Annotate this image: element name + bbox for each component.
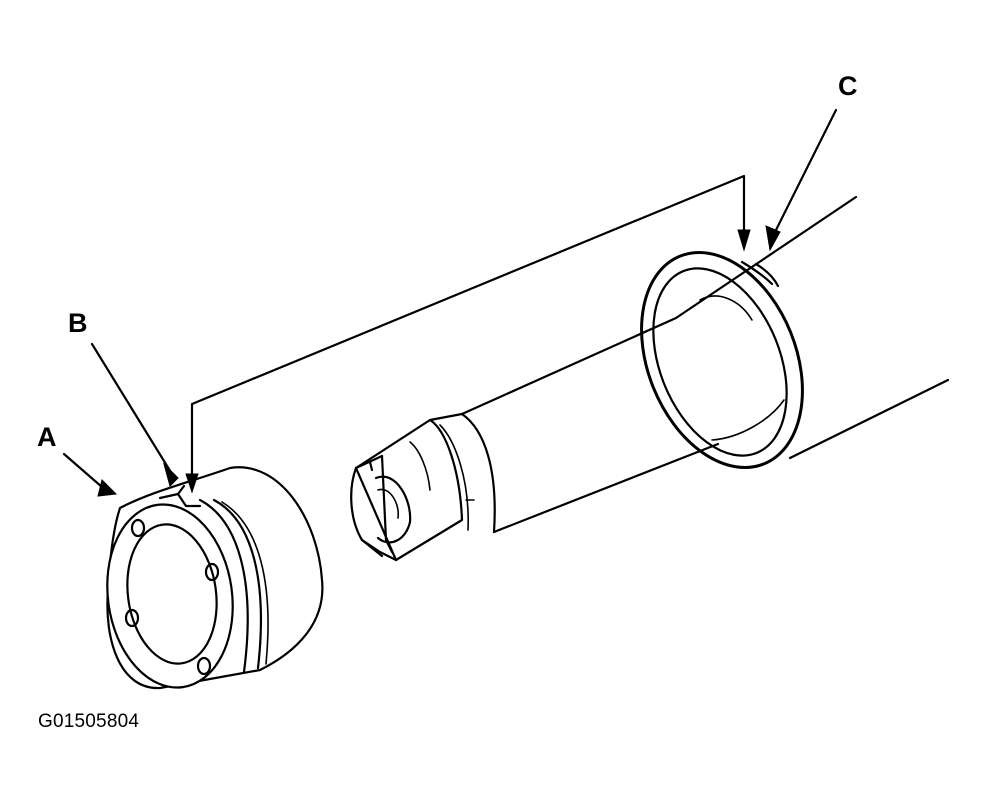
figure-code: G01505804 [38, 711, 140, 732]
callout-a-label: A [37, 422, 57, 452]
collar [106, 466, 324, 690]
callout-b-label: B [68, 308, 88, 338]
alignment-bracket [185, 174, 751, 494]
shaft [350, 195, 950, 562]
retaining-ring [640, 251, 804, 469]
leader-lines [62, 108, 838, 497]
callout-c-label: C [838, 71, 858, 101]
